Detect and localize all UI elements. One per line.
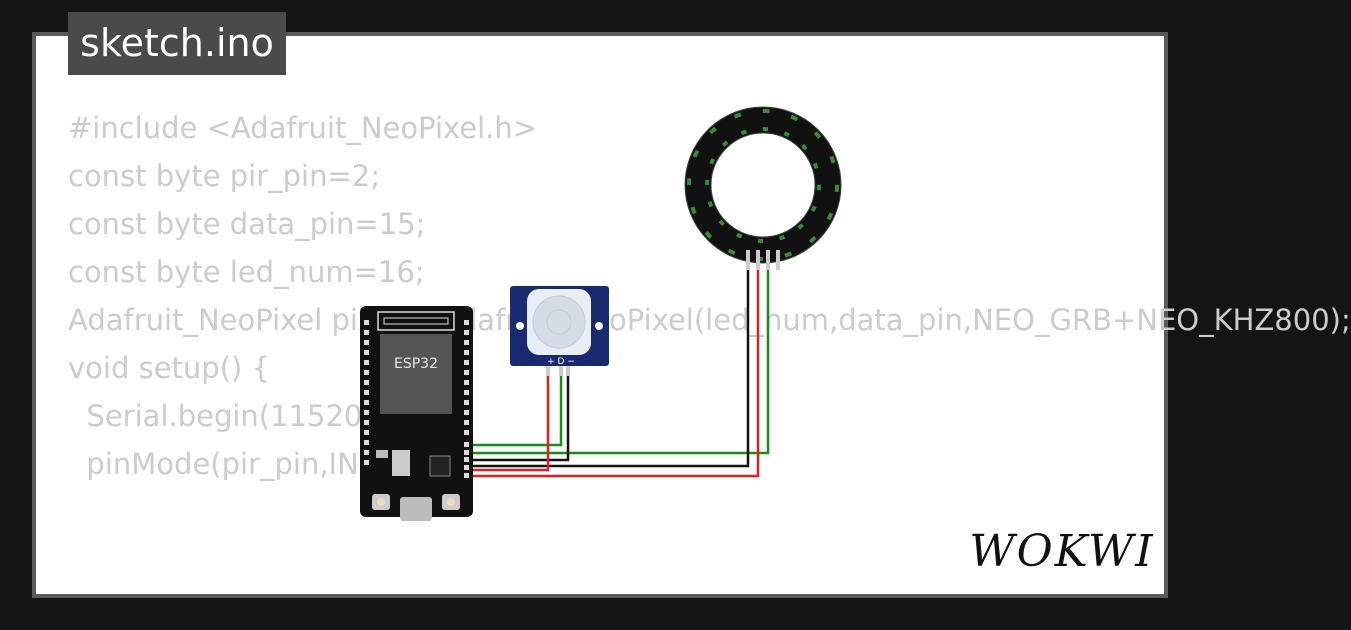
code-line: const byte data_pin=15;: [68, 207, 426, 241]
code-line: void setup() {: [68, 351, 270, 385]
wokwi-logo[interactable]: WOKWI: [969, 526, 1154, 577]
code-line: #include <Adafruit_NeoPixel.h>: [68, 111, 538, 145]
code-line: Serial.begin(115200);: [68, 399, 402, 433]
esp32-chip-label: ESP32: [394, 356, 438, 372]
pir-sensor[interactable]: + D −: [510, 286, 609, 376]
wire-green-pir: [470, 372, 563, 447]
code-preview: #include <Adafruit_NeoPixel.h>const byte…: [68, 104, 1351, 488]
code-line: Adafruit_NeoPixel pixels=Adafruit_NeoPix…: [68, 303, 1351, 337]
wire-red-ring: [470, 262, 760, 478]
esp32-right-pins: [464, 320, 469, 478]
code-line: const byte pir_pin=2;: [68, 159, 381, 193]
wire-red-pir: [470, 372, 550, 472]
file-tab[interactable]: sketch.ino: [68, 12, 286, 75]
usb-port: [400, 497, 432, 521]
circuit-diagram: ESP32 + D −: [360, 106, 1154, 577]
wire-green-ring: [470, 262, 770, 455]
esp32-left-pins: [364, 320, 369, 465]
esp32-board[interactable]: ESP32: [360, 306, 473, 521]
neopixel-ring[interactable]: [684, 106, 842, 270]
wire-black-ring: [470, 262, 750, 468]
wire-black-pir: [470, 372, 570, 462]
code-line: const byte led_num=16;: [68, 255, 425, 289]
wires: [470, 262, 770, 478]
pir-pin-labels: + D −: [547, 357, 575, 367]
